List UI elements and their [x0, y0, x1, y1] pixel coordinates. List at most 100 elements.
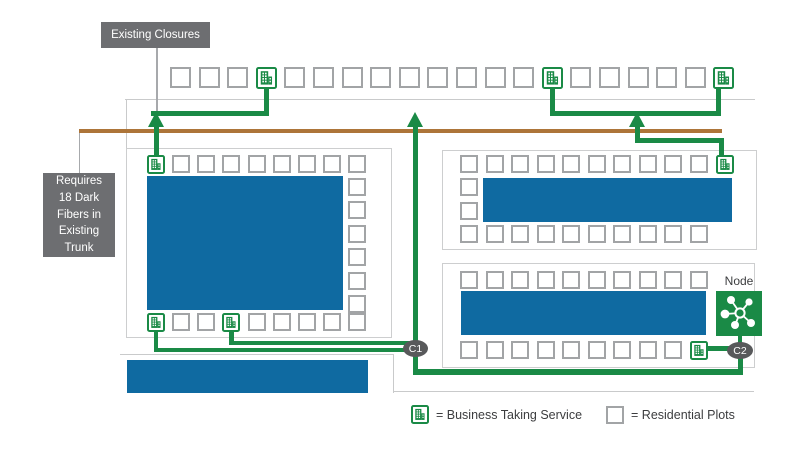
legend: = Business Taking Service = Residential … [411, 405, 735, 424]
residential-plot [536, 341, 555, 359]
fiber-route-line [412, 126, 418, 345]
residential-plot [348, 313, 367, 331]
residential-plot [613, 271, 632, 289]
residential-plot [313, 67, 334, 88]
building-block [147, 176, 343, 310]
residential-plot [587, 155, 606, 173]
residential-plot [613, 225, 632, 243]
existing-trunk-line [79, 129, 722, 134]
business-building-icon [147, 155, 165, 174]
fiber-route-line [634, 126, 640, 140]
fiber-route-line [229, 340, 411, 345]
residential-plot [536, 225, 555, 243]
residential-plot [511, 341, 530, 359]
residential-plot [664, 341, 683, 359]
residential-plot [613, 155, 632, 173]
residential-plot [172, 313, 191, 331]
residential-plot [511, 225, 530, 243]
requires-dark-fibers-label: Requires 18 Dark Fibers in Existing Trun… [43, 173, 115, 257]
residential-plot [456, 67, 477, 88]
residential-plot [638, 225, 657, 243]
street-line [125, 99, 755, 101]
residential-plot [587, 225, 606, 243]
fiber-route-line [263, 86, 269, 113]
residential-plot [627, 67, 649, 88]
residential-plot [227, 67, 249, 88]
block-outline [126, 147, 392, 338]
residential-plot [197, 313, 216, 331]
residential-plot [485, 155, 504, 173]
fiber-route-line [550, 86, 555, 113]
residential-plot [684, 67, 706, 88]
fiber-route-line [151, 111, 269, 116]
residential-plot [656, 67, 678, 88]
fiber-route-line [229, 331, 234, 343]
fiber-route-line [737, 355, 743, 371]
residential-plot [485, 225, 504, 243]
residential-plot [348, 201, 366, 220]
legend-residential-label: = Residential Plots [631, 407, 735, 422]
residential-plot [485, 341, 504, 359]
business-building-icon [541, 67, 563, 89]
residential-plot [587, 341, 606, 359]
fiber-route-line [737, 334, 742, 344]
residential-plot [599, 67, 620, 88]
residential-plot [536, 271, 555, 289]
residential-plot [562, 341, 581, 359]
residential-plot [511, 155, 530, 173]
fiber-route-line [634, 138, 724, 143]
fiber-route-line [154, 126, 159, 157]
legend-business-label: = Business Taking Service [436, 407, 583, 422]
fiber-route-line [153, 347, 415, 352]
residential-plot [513, 67, 535, 88]
fiber-direction-arrow [148, 112, 164, 127]
residential-plot [348, 295, 366, 313]
fiber-route-line [153, 331, 158, 350]
block-outline [442, 149, 757, 250]
residential-plot [536, 155, 555, 173]
residential-plot [247, 313, 266, 331]
building-block [461, 291, 706, 335]
residential-plot [197, 155, 216, 173]
residential-plot [348, 271, 366, 290]
residential-plot [247, 155, 266, 173]
fiber-route-line [719, 138, 724, 157]
business-building-icon [715, 155, 734, 174]
residential-plot [398, 67, 420, 88]
residential-plot [297, 155, 316, 173]
residential-plot [222, 155, 241, 173]
street-line [392, 353, 394, 393]
fiber-route-line [716, 86, 721, 113]
network-hub-icon [720, 296, 755, 329]
residential-plot [323, 155, 342, 173]
residential-plot [460, 341, 478, 359]
street-line [392, 391, 754, 393]
business-building-icon [713, 67, 735, 89]
business-building-icon [222, 313, 241, 332]
residential-plot [587, 271, 606, 289]
residential-plot [638, 271, 657, 289]
residential-plot [570, 67, 592, 88]
fiber-route-line [412, 352, 418, 372]
residential-plot [485, 271, 504, 289]
street-line [126, 99, 128, 148]
closure-c1-badge: C1 [403, 340, 428, 357]
residential-plot [348, 248, 366, 267]
residential-plot [460, 271, 478, 289]
residential-plot [562, 155, 581, 173]
residential-plot [664, 155, 683, 173]
residential-plot [284, 67, 306, 88]
residential-plot [460, 202, 478, 220]
residential-plot [427, 67, 449, 88]
business-building-icon [689, 341, 708, 360]
residential-plot [689, 155, 708, 173]
fiber-route-line [412, 369, 743, 375]
residential-plot [460, 178, 478, 196]
existing-closures-label: Existing Closures [101, 22, 210, 48]
residential-plot [348, 155, 367, 173]
residential-plot [664, 271, 683, 289]
residential-plot [689, 271, 708, 289]
residential-plot [170, 67, 191, 88]
residential-plot [638, 341, 657, 359]
residential-plot [172, 155, 191, 173]
